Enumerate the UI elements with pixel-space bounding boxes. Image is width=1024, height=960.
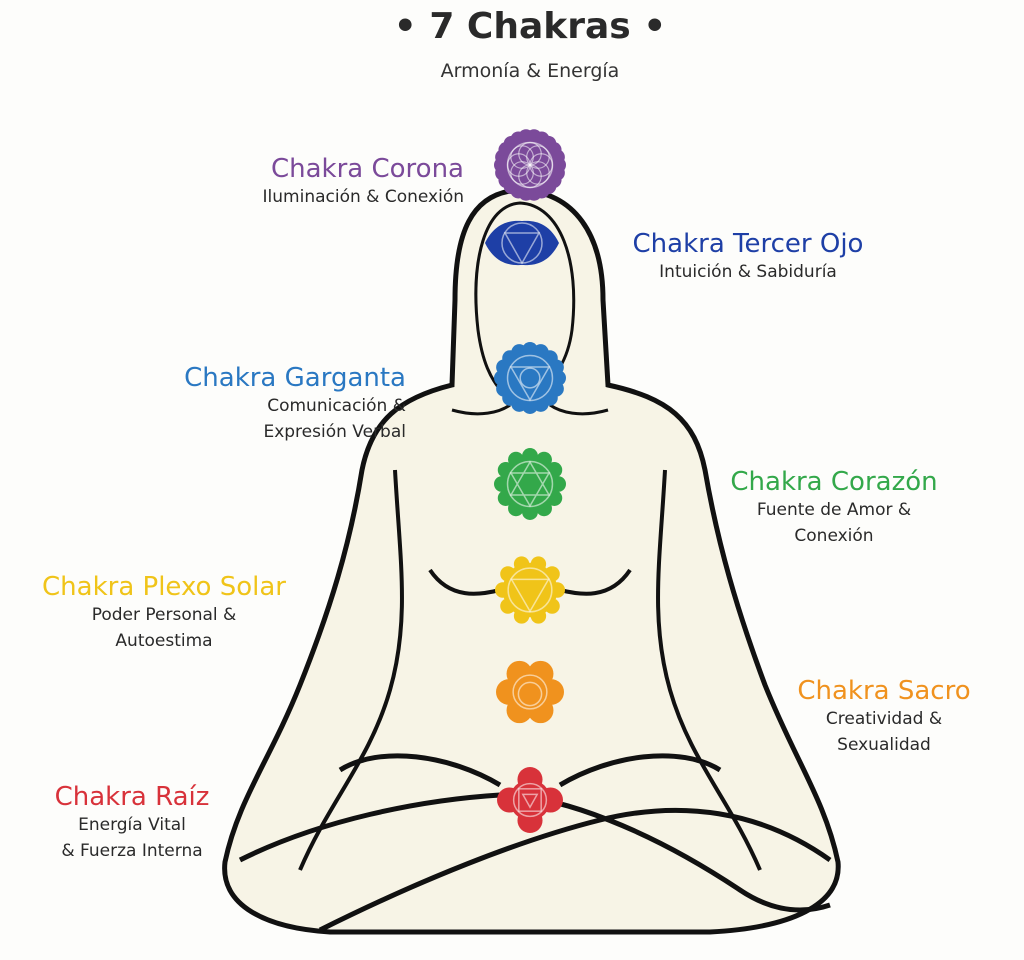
sacral-chakra-icon — [496, 660, 565, 724]
chakra-desc: Poder Personal & Autoestima — [91, 605, 237, 651]
third-eye-chakra-icon — [485, 220, 559, 266]
chakra-name: Chakra Raíz — [54, 782, 210, 812]
label-tercer-ojo: Chakra Tercer Ojo Intuición & Sabiduría — [612, 229, 884, 285]
collar-line — [451, 403, 609, 416]
chakra-name: Chakra Tercer Ojo — [632, 229, 864, 259]
label-plexo-solar: Chakra Plexo Solar Poder Personal & Auto… — [22, 572, 306, 654]
chakra-name: Chakra Corona — [270, 154, 464, 184]
chakra-name: Chakra Sacro — [797, 676, 971, 706]
chakra-desc: Intuición & Sabiduría — [659, 262, 837, 282]
solar-plexus-chakra-icon — [495, 556, 565, 624]
chest-lines — [428, 568, 632, 596]
page-subtitle: Armonía & Energía — [440, 60, 620, 82]
chakra-name: Chakra Corazón — [730, 467, 938, 497]
root-chakra-icon — [497, 767, 564, 834]
chakra-desc: Creatividad & Sexualidad — [825, 709, 943, 755]
label-sacro: Chakra Sacro Creatividad & Sexualidad — [784, 676, 984, 758]
arm-lines — [298, 469, 762, 871]
chakra-name: Chakra Garganta — [184, 363, 406, 393]
label-raiz: Chakra Raíz Energía Vital & Fuerza Inter… — [36, 782, 228, 864]
chakra-desc: Energía Vital & Fuerza Interna — [61, 815, 203, 861]
crown-chakra-icon — [494, 129, 567, 201]
heart-chakra-icon — [494, 448, 567, 520]
label-corona: Chakra Corona Iluminación & Conexión — [263, 154, 464, 210]
chakra-desc: Comunicación & Expresión Verbal — [263, 396, 406, 442]
chakra-name: Chakra Plexo Solar — [42, 572, 286, 602]
page-title: • 7 Chakras • — [393, 6, 667, 47]
label-garganta: Chakra Garganta Comunicación & Expresión… — [184, 363, 406, 445]
chakra-desc: Iluminación & Conexión — [262, 187, 464, 207]
throat-chakra-icon — [494, 342, 567, 414]
chakra-desc: Fuente de Amor & Conexión — [756, 500, 912, 546]
label-corazon: Chakra Corazón Fuente de Amor & Conexión — [714, 467, 954, 549]
